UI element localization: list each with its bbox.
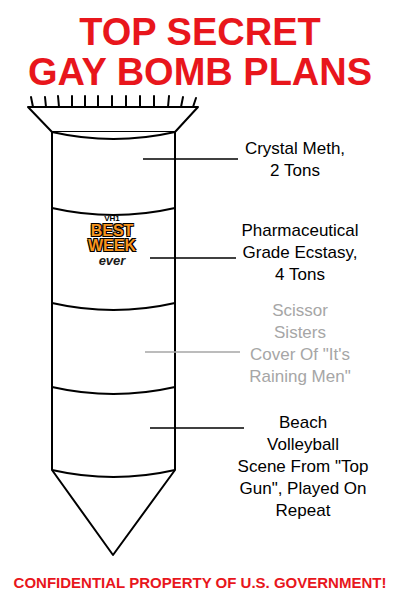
callout-text: Beach Volleyball Scene From "Top Gun", P… (238, 413, 369, 520)
bomb-tail (28, 107, 198, 132)
fin-spike (111, 96, 113, 107)
fin-spike (168, 96, 169, 107)
fin-spike (71, 96, 73, 107)
callout-text: Crystal Meth, 2 Tons (245, 139, 345, 180)
band-line (52, 303, 175, 310)
fin-spike (58, 96, 59, 107)
bomb-fins (31, 96, 196, 107)
callout-text-box: Beach Volleyball Scene From "Top Gun", P… (230, 412, 376, 522)
bomb-bands (52, 132, 175, 477)
band-line (52, 208, 175, 215)
diagram-title: TOP SECRET GAY BOMB PLANS (28, 11, 372, 93)
logo-text: VH1 (104, 214, 120, 223)
wrap-spacer (346, 322, 372, 344)
band-line (52, 470, 175, 477)
band-line (52, 132, 175, 139)
fin-spike (31, 97, 33, 107)
caption-box: CONFIDENTIAL PROPERTY OF U.S. GOVERNMENT… (0, 574, 400, 592)
title-box: TOP SECRET GAY BOMB PLANS (20, 12, 380, 92)
logo-text-box: ever (82, 254, 142, 268)
logo-text-box: VH1 (92, 214, 132, 223)
logo-text: ever (99, 253, 126, 268)
wrap-spacer (340, 12, 380, 52)
diagram-caption: CONFIDENTIAL PROPERTY OF U.S. GOVERNMENT… (14, 574, 387, 591)
fin-spike (193, 98, 196, 107)
band-line (52, 387, 175, 394)
fin-spike (45, 97, 46, 107)
leader-line (150, 257, 236, 259)
leader-line (143, 158, 238, 160)
fin-spike (84, 96, 86, 107)
bomb-body (52, 132, 175, 555)
fin-spike (125, 96, 127, 107)
fin-spike (153, 96, 155, 107)
wrap-spacer (20, 12, 60, 52)
callout-text-box: Pharmaceutical Grade Ecstasy, 4 Tons (238, 220, 362, 286)
wrap-spacer (228, 322, 254, 344)
callout-text: Scissor Sisters Cover Of "It's Raining M… (249, 301, 350, 386)
wrap-spacer (358, 434, 376, 456)
wrap-spacer (230, 434, 248, 456)
leader-line (150, 427, 244, 429)
logo-text-box: BEST WEEK (80, 223, 144, 253)
logo-text: BEST WEEK (88, 222, 136, 254)
fin-spike (139, 96, 141, 107)
fin-spike (97, 96, 99, 107)
callout-text: Pharmaceutical Grade Ecstasy, 4 Tons (241, 221, 358, 284)
callout-text-box: Crystal Meth, 2 Tons (242, 138, 348, 182)
callout-text-box: Scissor Sisters Cover Of "It's Raining M… (228, 300, 372, 388)
fin-spike (181, 97, 183, 107)
leader-line (145, 351, 240, 353)
